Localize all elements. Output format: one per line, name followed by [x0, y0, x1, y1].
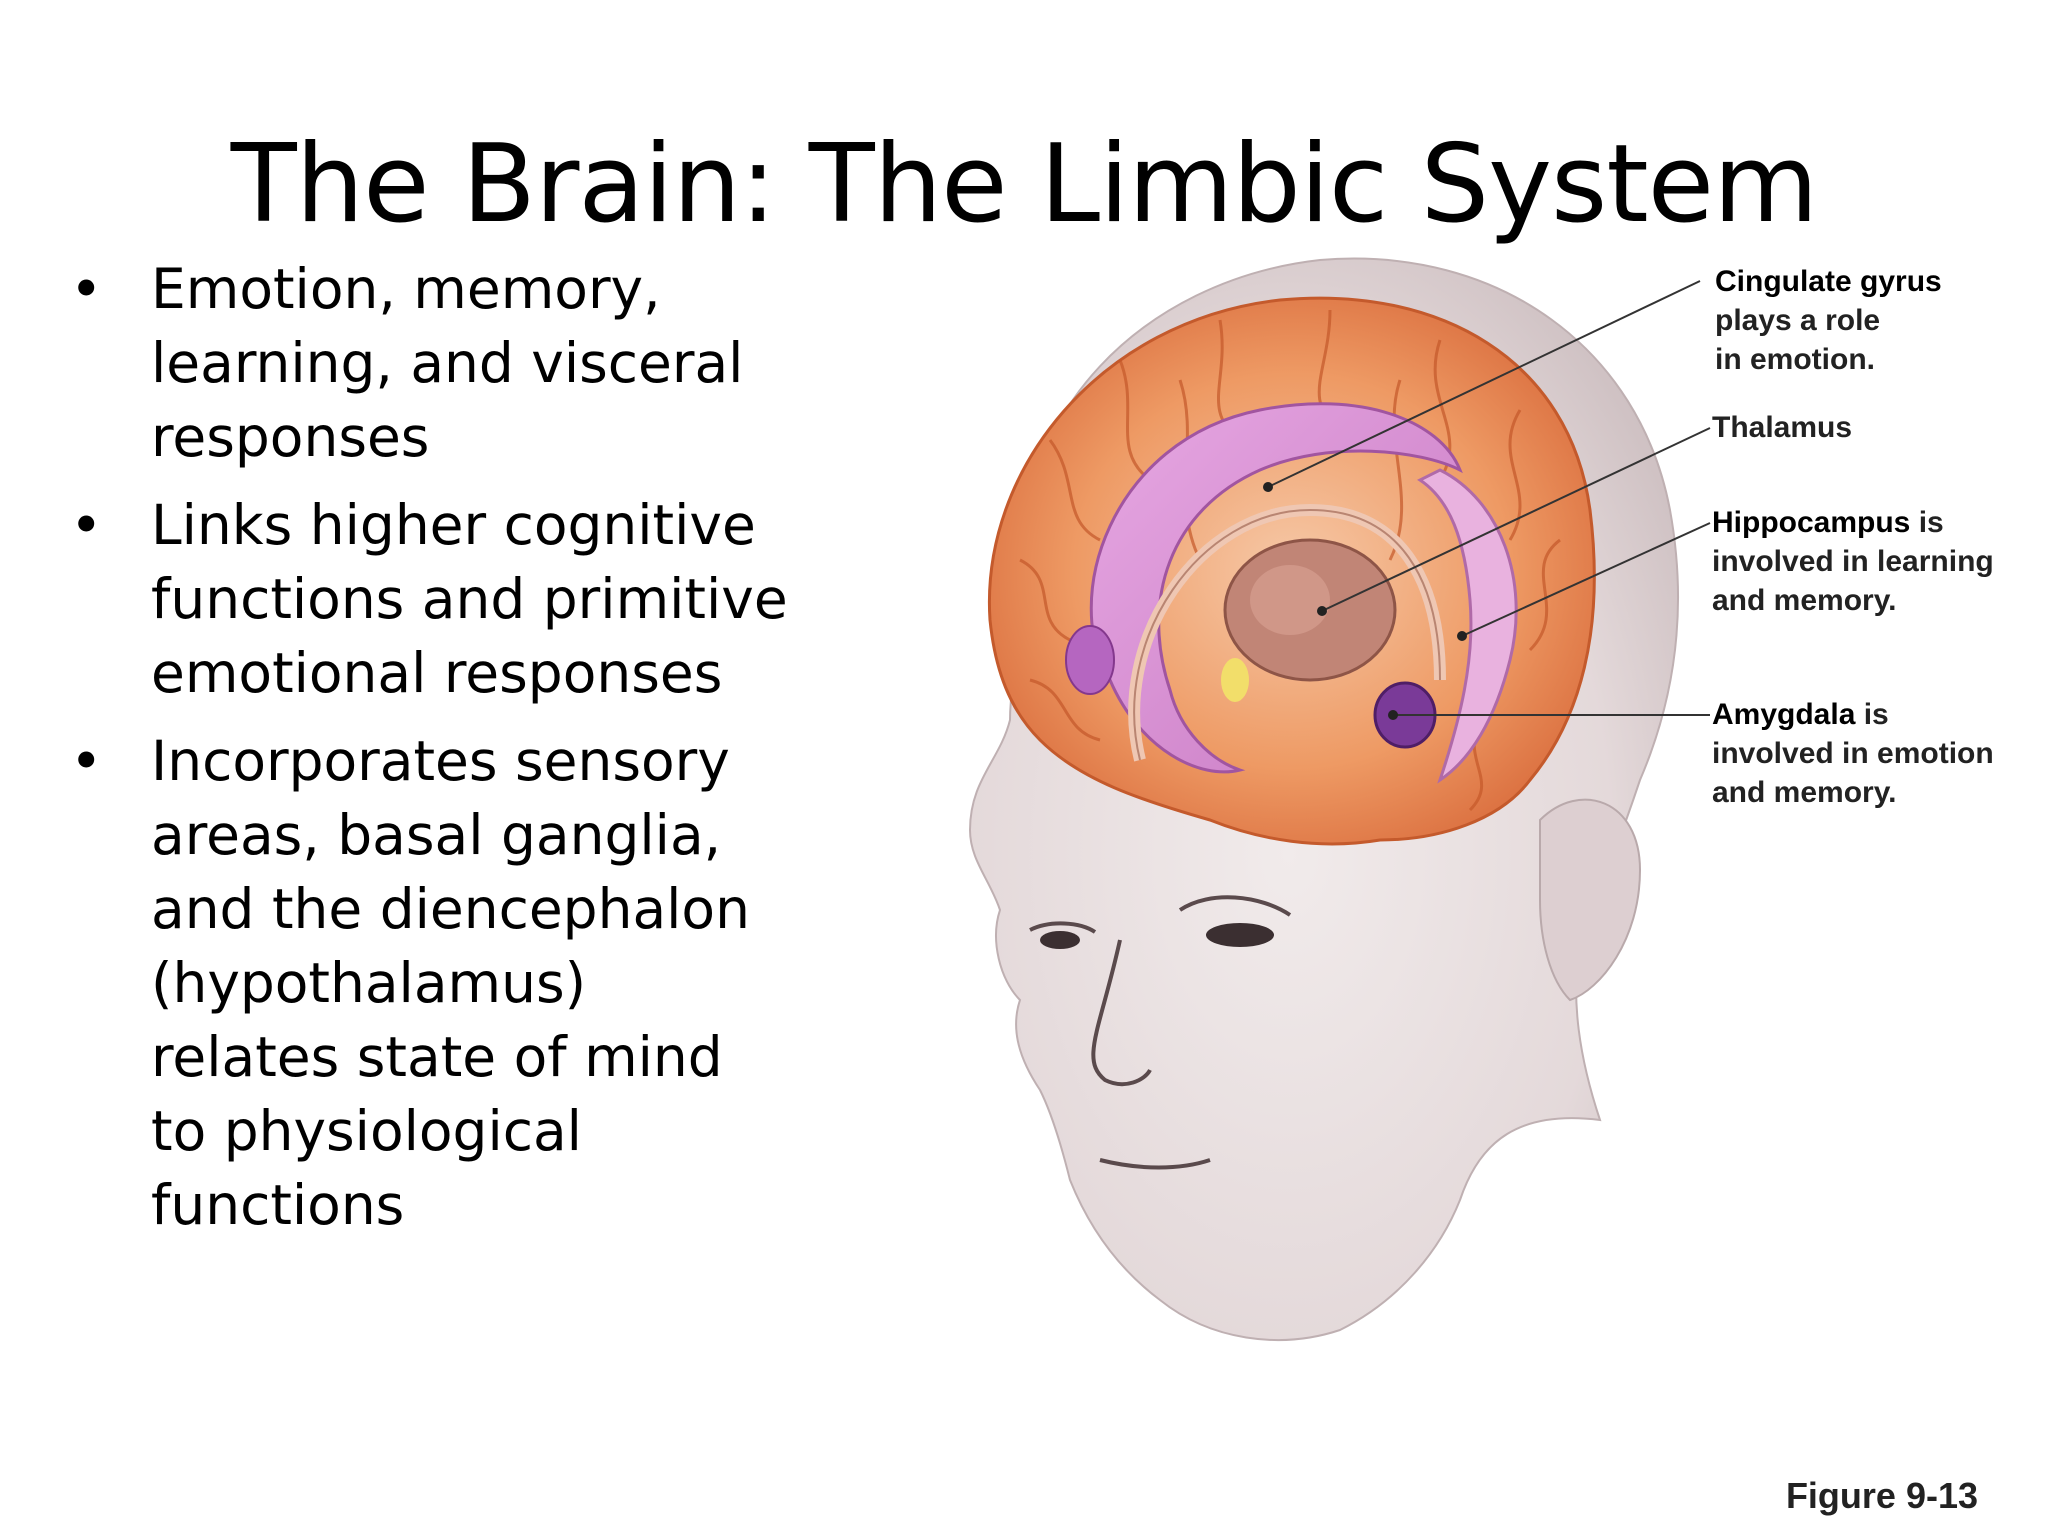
bullet-item: • Emotion, memory, learning, and viscera… [68, 252, 788, 474]
face-features [1029, 895, 1292, 1170]
bullet-item: • Links higher cognitive functions and p… [68, 488, 788, 710]
olfactory-bulb [1065, 625, 1115, 695]
amygdala-term: Amygdala [1712, 698, 1856, 731]
bullet-dot-icon: • [70, 493, 103, 557]
amygdala-desc-line1: involved in emotion [1712, 737, 1994, 770]
ear [1539, 798, 1642, 1002]
amygdala-suffix: is [1855, 698, 1889, 731]
hippocampus-desc-line2: and memory. [1712, 584, 1897, 617]
hypothalamus [1221, 658, 1249, 702]
hippocampus-term: Hippocampus [1712, 506, 1911, 539]
bullet-dot-icon: • [70, 257, 103, 321]
limbic-system-illustration [880, 240, 1720, 1360]
bullet-list: • Emotion, memory, learning, and viscera… [68, 252, 788, 1256]
amygdala [1373, 681, 1437, 749]
amygdala-desc-line2: and memory. [1712, 776, 1897, 809]
cingulate-gyrus-callout: Cingulate gyrus plays a role in emotion. [1715, 262, 1942, 379]
hippocampus-suffix: is [1910, 506, 1944, 539]
amygdala-callout: Amygdala is involved in emotion and memo… [1712, 695, 1994, 812]
hippocampus-callout: Hippocampus is involved in learning and … [1712, 503, 1994, 620]
cingulate-gyrus-desc-line1: plays a role [1715, 304, 1881, 337]
hippocampus-desc-line1: involved in learning [1712, 545, 1994, 578]
slide-title: The Brain: The Limbic System [230, 122, 1819, 247]
bullet-dot-icon: • [70, 729, 103, 793]
bullet-text: Emotion, memory, learning, and visceral … [151, 257, 744, 469]
head-brain-drawing [968, 257, 1680, 1341]
thalamus-term: Thalamus [1712, 411, 1853, 444]
bullet-text: Incorporates sensory areas, basal gangli… [151, 729, 750, 1237]
cingulate-gyrus-term: Cingulate gyrus [1715, 265, 1942, 298]
thalamus-callout: Thalamus [1712, 408, 1852, 447]
figure-caption: Figure 9-13 [1785, 1475, 1978, 1516]
bullet-item: • Incorporates sensory areas, basal gang… [68, 724, 788, 1242]
bullet-text: Links higher cognitive functions and pri… [151, 493, 788, 705]
cingulate-gyrus-desc-line2: in emotion. [1715, 343, 1875, 376]
